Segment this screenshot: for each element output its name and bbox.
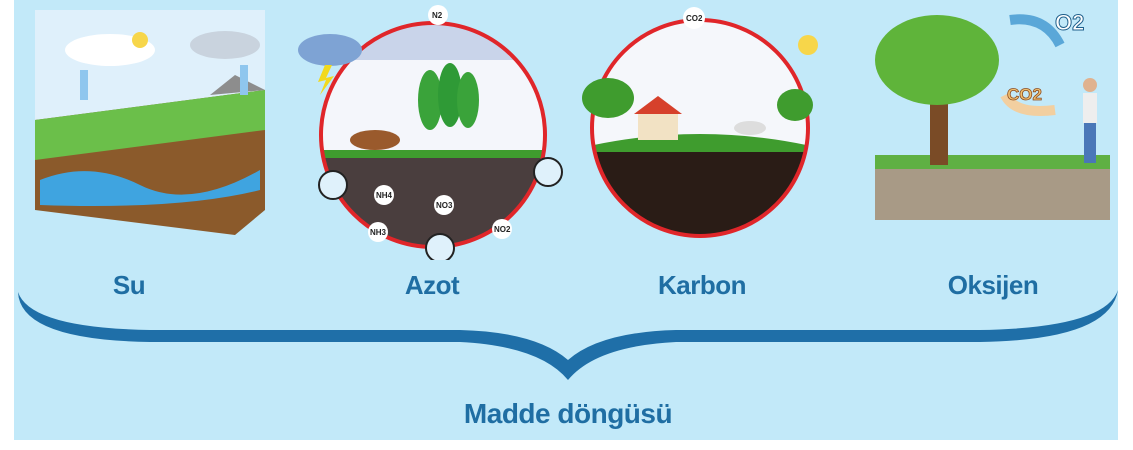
label-oksijen: Oksijen [947,270,1039,300]
tree-icon [582,78,634,118]
co2-badge: CO2 [683,7,705,29]
svg-text:N2: N2 [432,11,443,20]
nh3-badge: NH3 [368,222,388,242]
svg-text:NO3: NO3 [436,201,453,210]
label-karbon: Karbon [658,270,747,300]
bacteria-icon [318,170,348,200]
svg-text:CO2: CO2 [686,14,703,23]
label-su: Su [112,270,146,300]
svg-text:NH4: NH4 [376,191,393,200]
house-icon [638,112,678,140]
n2-badge: N2 [428,5,448,25]
no3-badge: NO3 [434,195,454,215]
cow-icon [734,121,766,135]
oxygen-cycle-illustration: O2 CO2 [875,10,1110,220]
sun-icon [798,35,818,55]
bacteria-icon [425,233,455,260]
tree-icon [875,15,999,105]
bacteria-icon [533,157,563,187]
o2-label: O2 [1055,10,1084,35]
no2-badge: NO2 [492,219,512,239]
nh4-badge: NH4 [374,185,394,205]
cow-icon [350,130,400,150]
page-title: Madde döngüsü [463,398,673,429]
person-icon [1083,78,1097,163]
water-cycle-illustration [35,10,265,235]
sun-icon [132,32,148,48]
label-azot: Azot [404,270,460,300]
lightning-icon [318,65,334,95]
nitrogen-cycle-illustration: N2 NH4 NO3 NH3 NO2 [298,5,563,260]
carbon-cycle-illustration: CO2 [582,7,818,238]
cloud-icon [298,34,362,66]
curly-brace [18,290,1118,380]
tree-icon [777,89,813,121]
svg-text:NO2: NO2 [494,225,511,234]
co2-label: CO2 [1007,85,1042,104]
svg-text:NH3: NH3 [370,228,387,237]
